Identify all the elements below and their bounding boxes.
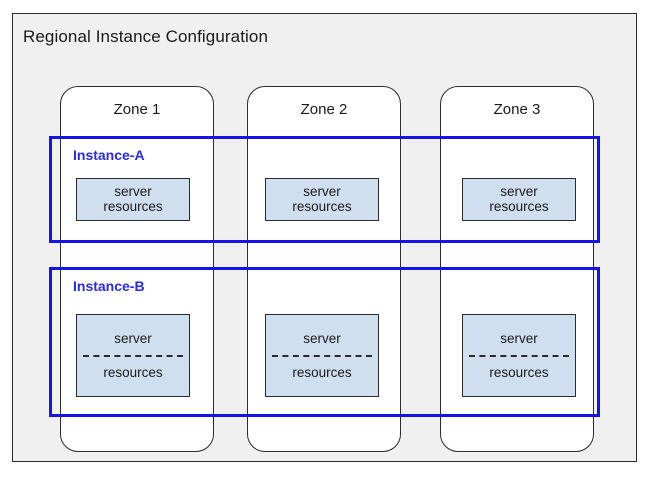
instance-band-a[interactable]: Instance-A <box>49 136 600 243</box>
resource-line-2: resources <box>292 364 352 380</box>
resource-box-instance-b-zone-3[interactable]: server resources <box>462 314 576 397</box>
instance-label-a: Instance-A <box>73 147 145 163</box>
resource-line-2: resources <box>103 199 163 214</box>
resource-line-1: server <box>303 184 341 199</box>
resource-line-1: server <box>114 184 152 199</box>
resource-line-2: resources <box>292 199 352 214</box>
resource-line-2: resources <box>103 364 163 380</box>
resource-line-1: server <box>303 330 341 346</box>
dashed-divider-icon <box>469 354 569 357</box>
resource-line-1: server <box>500 330 538 346</box>
resource-box-instance-b-zone-2[interactable]: server resources <box>265 314 379 397</box>
zone-label-1: Zone 1 <box>113 101 161 118</box>
resource-box-instance-a-zone-3[interactable]: server resources <box>462 178 576 221</box>
resource-line-2: resources <box>489 364 549 380</box>
resource-line-1: server <box>500 184 538 199</box>
region-frame: Zone 1 Zone 2 Zone 3 Instance-A server r… <box>12 13 637 462</box>
zone-label-3: Zone 3 <box>493 101 541 118</box>
resource-line-1: server <box>114 330 152 346</box>
resource-line-2: resources <box>489 199 549 214</box>
resource-box-instance-a-zone-1[interactable]: server resources <box>76 178 190 221</box>
diagram-title: Regional Instance Configuration <box>23 27 269 46</box>
instance-label-b: Instance-B <box>73 278 145 294</box>
resource-box-instance-b-zone-1[interactable]: server resources <box>76 314 190 397</box>
resource-box-instance-a-zone-2[interactable]: server resources <box>265 178 379 221</box>
dashed-divider-icon <box>272 354 372 357</box>
instance-band-b[interactable]: Instance-B <box>49 267 600 417</box>
dashed-divider-icon <box>83 354 183 357</box>
zone-label-2: Zone 2 <box>300 101 348 118</box>
